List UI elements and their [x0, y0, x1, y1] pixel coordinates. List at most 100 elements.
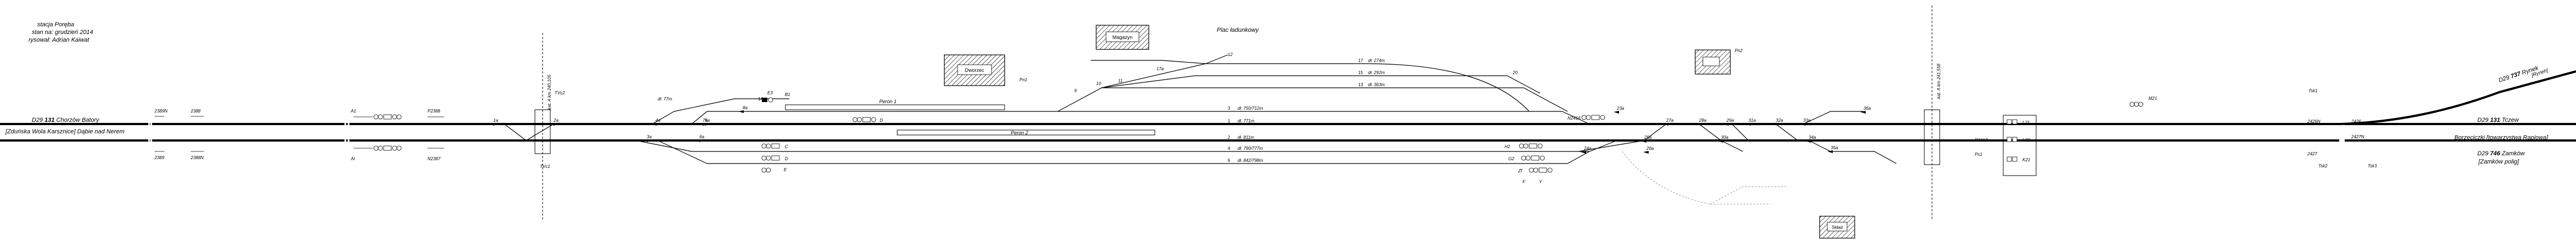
km-left-box	[534, 109, 551, 154]
switch-marker	[1805, 140, 1811, 143]
block-tsk1: Tsk1	[2309, 88, 2318, 93]
switch-marker	[1581, 151, 1586, 154]
signal-tvc2: TVc2	[555, 91, 565, 95]
xo-24a	[1578, 140, 1645, 152]
switch-marker	[1800, 123, 1805, 126]
header-line-1: stacja Poręba	[37, 21, 74, 28]
track-length: dł. 790/777m	[1238, 146, 1263, 151]
switch-label: 25a	[1644, 135, 1652, 140]
track-number: 15	[1358, 70, 1363, 75]
left-line-label: D29 131 Chorzów Batory [Zduńska Wola Kar…	[5, 117, 124, 135]
signal-al-glyph	[354, 145, 402, 151]
platform-1	[785, 104, 1005, 110]
switch-label: 7a	[703, 118, 708, 123]
svg-text:Zf: Zf	[1518, 168, 1523, 173]
xo-34a	[1808, 140, 1897, 164]
track-length: dł. 292m	[1368, 70, 1385, 75]
curve-line-737	[1973, 70, 2576, 125]
platform-2-label: Peron 2	[1011, 130, 1028, 136]
platforms: Peron 1 Peron 2	[785, 99, 1155, 136]
signals: 2389N 2388 2389 2388N A1 P2388 Al N2387 …	[154, 48, 2377, 184]
track-13-right	[1365, 87, 1568, 112]
right-line-labels: D29 131 Tczew Borzęciczki [towarzystwa R…	[2454, 65, 2549, 165]
pn-building-inner	[1702, 57, 1720, 66]
switch-marker	[1827, 150, 1833, 153]
xo-32a	[1803, 111, 1863, 125]
track-length: dł. 750/712m	[1238, 106, 1263, 111]
main-tracks	[0, 120, 2576, 145]
right-bottom-sub: [Zamków polig]	[2478, 159, 2520, 165]
switch-label: 36a	[1863, 106, 1871, 111]
switch-marker	[1643, 151, 1649, 154]
svg-text:E3: E3	[767, 91, 773, 95]
block-2427: 2427	[2307, 151, 2317, 156]
link-4a	[635, 140, 692, 152]
signal-tvc1: TVc1	[540, 164, 550, 169]
svg-text:D: D	[880, 118, 883, 123]
switch-label: 23a	[1616, 106, 1625, 111]
header-line-2: stan na: grudzień 2014	[32, 29, 93, 36]
link-5a	[652, 111, 675, 125]
signal-al: Al	[350, 156, 355, 161]
svg-text:D: D	[785, 156, 788, 161]
switch-label: 1a	[493, 118, 498, 123]
xo-30a	[1731, 123, 1749, 141]
switch-label: 32a	[1776, 118, 1783, 123]
svg-text:M21: M21	[2148, 96, 2157, 101]
magazyn-label-bg	[1105, 31, 1139, 42]
switch-marker	[698, 123, 704, 126]
dworzec-label: Dworzec	[965, 67, 984, 73]
switch-label: 5a	[705, 118, 710, 123]
track-number: 2	[1228, 135, 1230, 140]
switch-marker	[695, 139, 700, 142]
block-tsk3: Tsk3	[2368, 164, 2377, 168]
misc-pn1: Pn1	[1019, 77, 1027, 82]
km-right-box	[1924, 109, 1940, 165]
plac-ladunkowy-label: Plac ładunkowy	[1217, 27, 1259, 33]
track-number: 13	[1358, 82, 1363, 87]
switch-marker	[1641, 140, 1646, 143]
link-1a-2a	[526, 123, 554, 141]
switch-label: 11	[1118, 78, 1122, 83]
link-6a	[657, 140, 708, 164]
signal-b1-group: B1	[762, 92, 790, 103]
track-length: dł. 77m	[658, 97, 673, 102]
switch-label: 27a	[1666, 118, 1674, 123]
svg-text:H2: H2	[1504, 144, 1511, 149]
sklad-siding-2	[1709, 186, 1787, 205]
left-break	[148, 120, 152, 145]
svg-text:B1: B1	[785, 92, 790, 97]
signal-2389: 2389	[154, 155, 164, 160]
track-15	[1101, 75, 1365, 88]
km-left-label: kat. A km 240,105	[547, 75, 552, 110]
track-17-stub	[1205, 54, 1228, 64]
switch-label: 3a	[647, 134, 652, 139]
switch-label: 26a	[1646, 146, 1654, 151]
link-3a	[691, 111, 708, 125]
switch-marker	[549, 123, 555, 126]
svg-text:E: E	[784, 167, 787, 172]
xo-25a	[1644, 123, 1667, 141]
track-17-curve	[1364, 63, 1530, 112]
signal-n2387: N2387	[428, 156, 441, 161]
link-crossover	[504, 123, 527, 141]
signal-n2416: P2417	[1975, 138, 1988, 143]
yard-fan	[1057, 63, 1365, 112]
switch-marker	[642, 139, 648, 142]
sklad-label-bg	[1827, 222, 1848, 232]
right-top-sub: Borzęciczki [towarzystwa Rąpiowa]	[2454, 134, 2549, 141]
switch-label: 6a	[699, 134, 704, 139]
signal-2388: 2388	[190, 109, 201, 114]
signal-a1: A1	[350, 109, 356, 114]
signal-e3-group: E3	[767, 91, 773, 95]
block-2426: 2426	[2351, 119, 2361, 124]
signal-g2-group: G2	[1508, 155, 1545, 161]
switch-label: 30a	[1721, 135, 1729, 140]
km-right-label: kat. A km 241,558	[1936, 64, 1941, 99]
track-4	[692, 140, 1617, 152]
switch-marker	[489, 123, 494, 126]
left-line-code: D29 131 Chorzów Batory	[32, 117, 100, 123]
switch-marker	[651, 123, 657, 126]
track-number: 14	[758, 97, 763, 102]
